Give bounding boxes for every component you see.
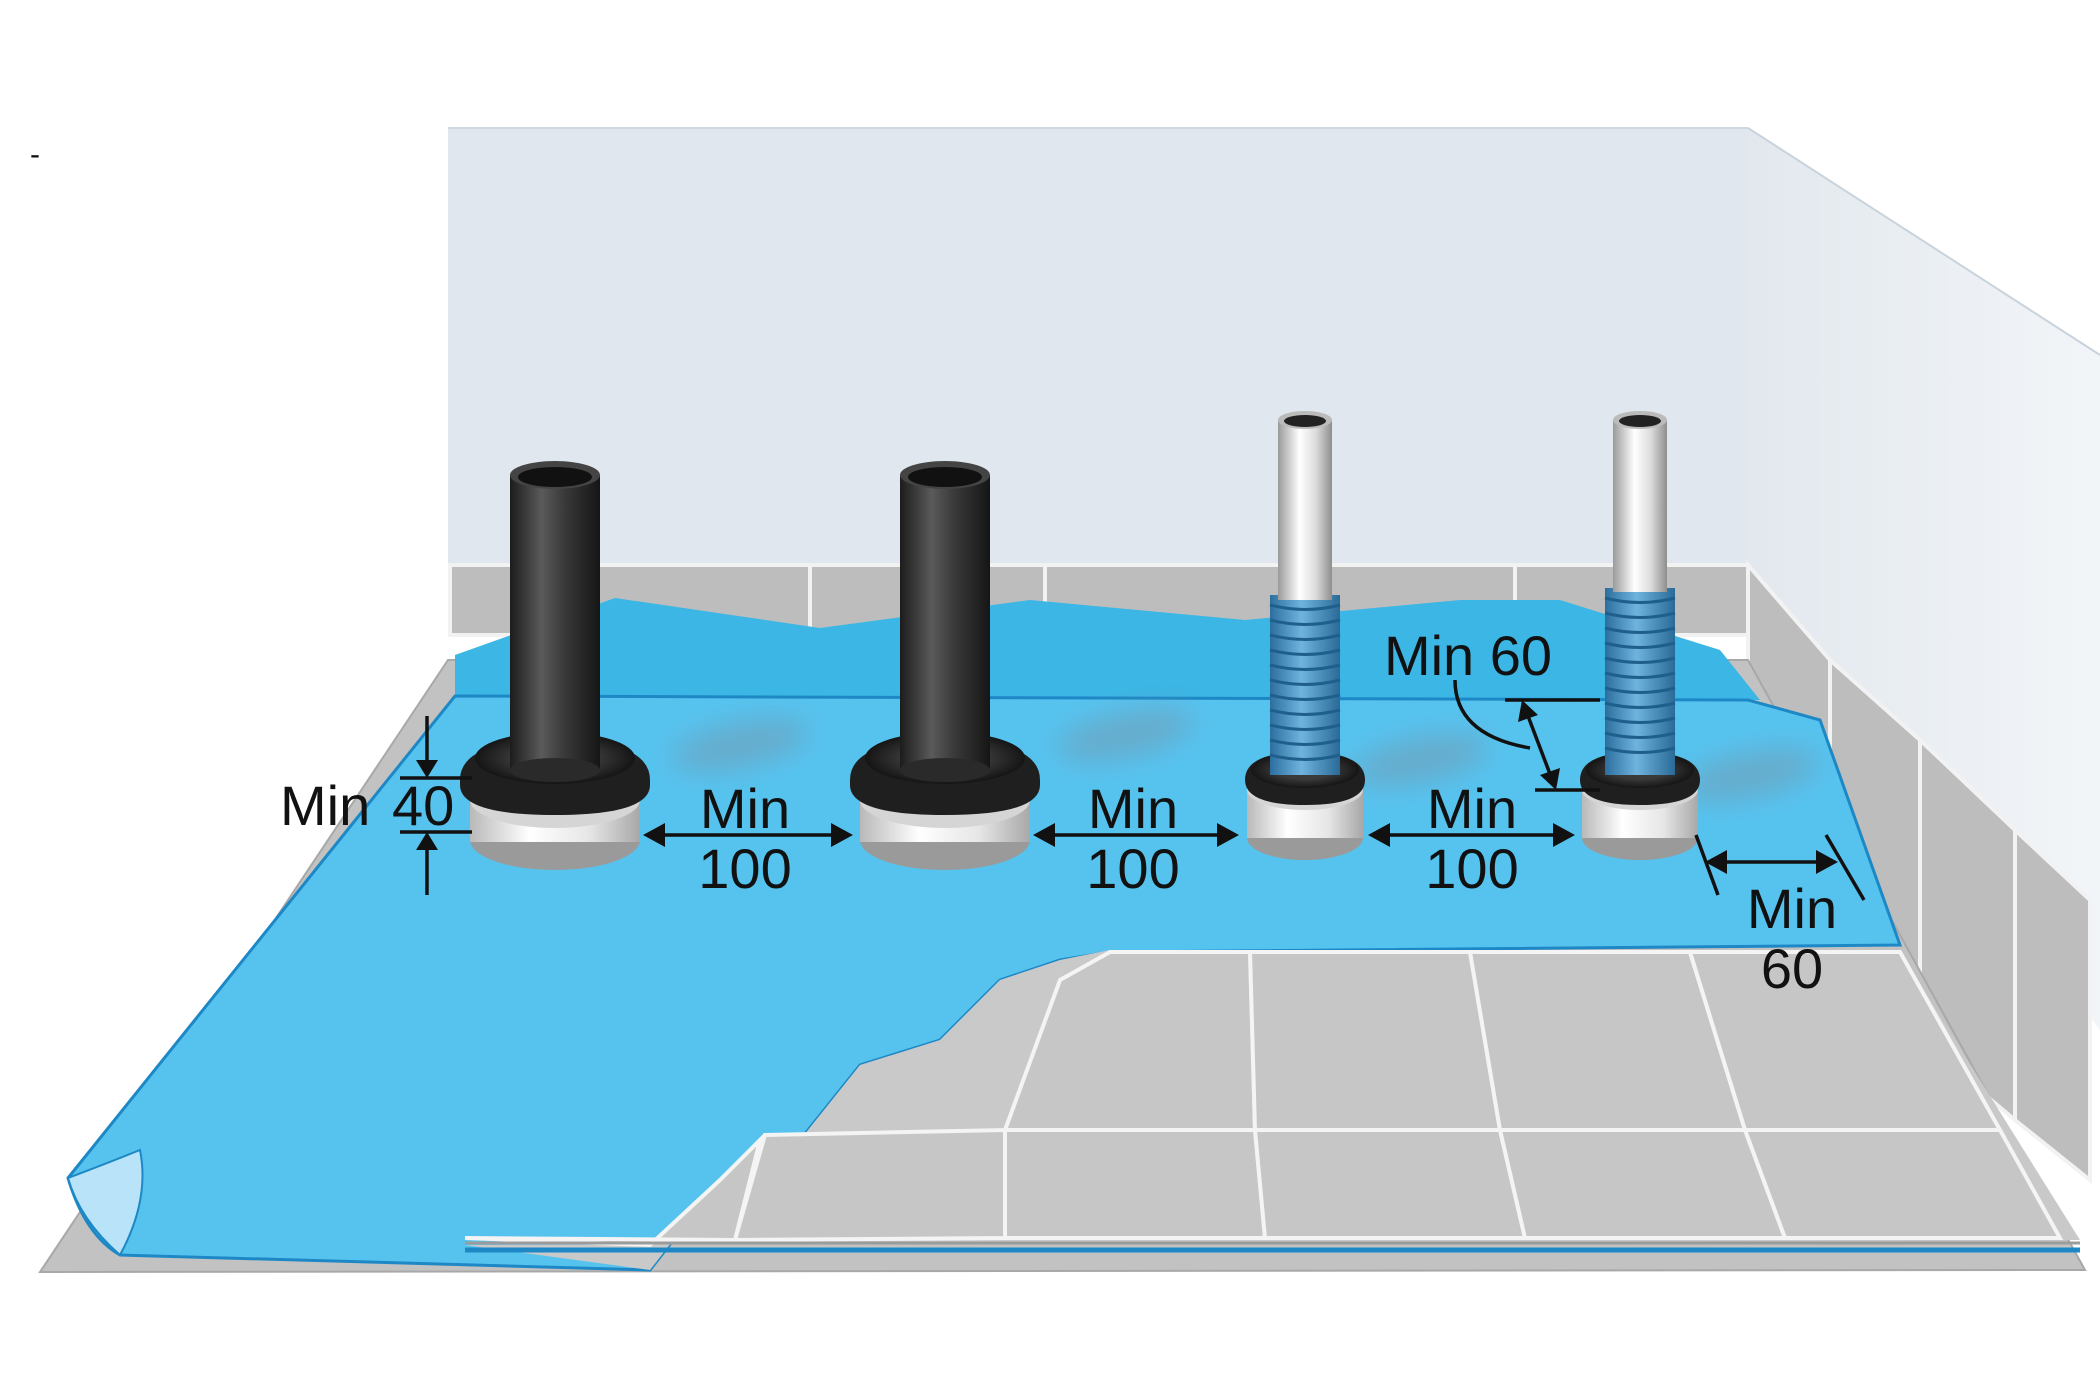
dimension-edge-min: Min — [1747, 877, 1837, 940]
front-floor-tiles — [464, 950, 2080, 1270]
dimension-edge-value: 60 — [1761, 937, 1823, 1000]
dimension-collar-height-value: 40 — [392, 774, 454, 837]
dimension-gap-3-min: Min — [1427, 777, 1517, 840]
sleeved-pipe-icon — [1580, 411, 1700, 860]
black-pipe-icon — [850, 461, 1040, 870]
right-wall — [1748, 128, 2100, 1030]
dimension-gap-2-value: 100 — [1086, 837, 1179, 900]
dimension-edge: Min 60 — [1694, 834, 1866, 1000]
dimension-gap-3-value: 100 — [1425, 837, 1518, 900]
membrane-curl — [66, 1148, 144, 1257]
dimension-upstand: Min 60 — [1384, 624, 1600, 792]
membrane-back-band — [455, 598, 1760, 700]
dimension-gap-3: Min 100 — [1368, 777, 1575, 900]
dimension-gap-1: Min 100 — [643, 777, 853, 900]
dimension-collar-height: Min 40 — [280, 716, 472, 895]
dimension-gap-2: Min 100 — [1033, 777, 1239, 900]
dimension-gap-2-min: Min — [1088, 777, 1178, 840]
dimension-collar-height-min: Min — [280, 774, 370, 837]
back-wall — [448, 128, 1748, 565]
dimension-upstand-label: Min 60 — [1384, 624, 1552, 687]
black-pipe-icon — [460, 461, 650, 870]
corner-marker: - — [30, 138, 40, 171]
dimension-gap-1-value: 100 — [698, 837, 791, 900]
dimension-gap-1-min: Min — [700, 777, 790, 840]
sleeved-pipe-icon — [1245, 411, 1365, 860]
